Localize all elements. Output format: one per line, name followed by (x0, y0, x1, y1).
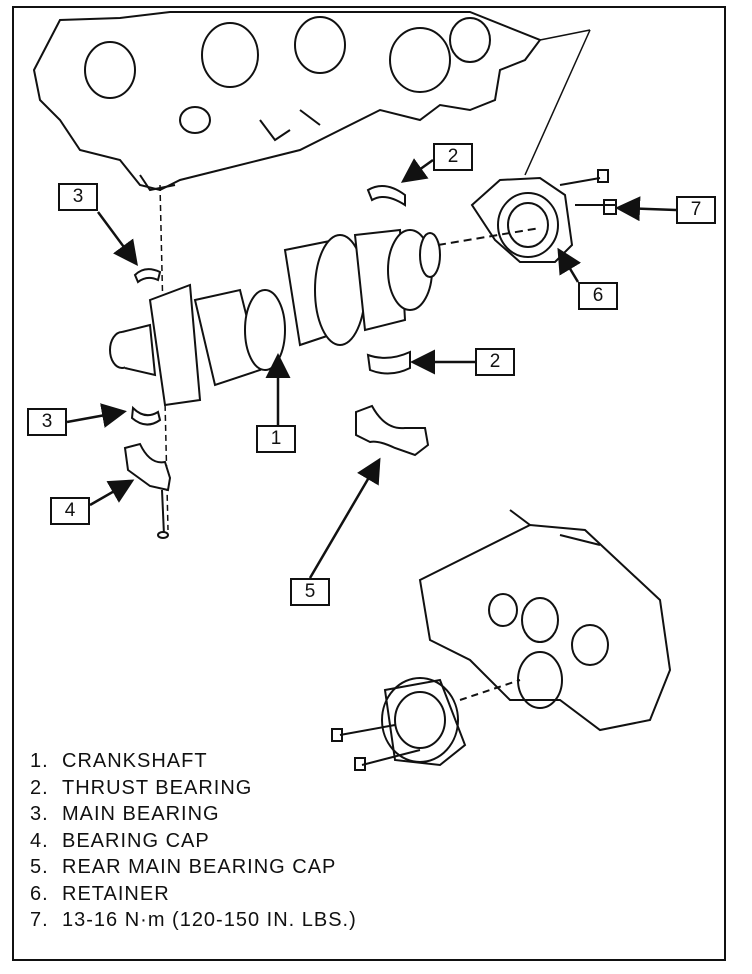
legend-item: 7. 13-16 N·m (120-150 IN. LBS.) (30, 907, 357, 934)
leader-arrows (66, 158, 677, 579)
legend-text: BEARING CAP (62, 829, 210, 852)
main-bearing-illustrations (130, 268, 162, 426)
legend-item: 2. THRUST BEARING (30, 775, 357, 802)
legend-text: MAIN BEARING (62, 803, 220, 825)
legend-text: THRUST BEARING (62, 776, 253, 799)
legend-number: 6. (30, 882, 49, 905)
callout-crankshaft: 1 (256, 425, 296, 453)
legend-number: 5. (30, 856, 49, 878)
callout-bearing-cap: 4 (50, 497, 90, 525)
callout-main-bearing-upper: 3 (58, 183, 98, 211)
legend-text: REAR MAIN BEARING CAP (62, 856, 337, 878)
engine-block-illustration (32, 11, 542, 192)
callout-main-bearing-lower: 3 (27, 408, 67, 436)
legend-text: CRANKSHAFT (62, 750, 208, 772)
parts-legend: 1. CRANKSHAFT 2. THRUST BEARING 3. MAIN BEA… (30, 748, 357, 934)
rear-main-bearing-cap-illustration (355, 404, 430, 457)
legend-number: 3. (30, 803, 49, 825)
callout-bolt-torque: 7 (676, 196, 716, 224)
legend-number: 4. (30, 829, 49, 852)
legend-number: 7. (30, 909, 49, 931)
crankshaft-illustration (109, 227, 541, 407)
legend-text: 13-16 N·m (120-150 IN. LBS.) (62, 909, 357, 931)
legend-item: 4. BEARING CAP (30, 828, 357, 855)
callout-thrust-bearing-upper: 2 (433, 143, 473, 171)
legend-item: 1. CRANKSHAFT (30, 748, 357, 775)
callout-thrust-bearing-lower: 2 (475, 348, 515, 376)
legend-number: 2. (30, 776, 49, 799)
thrust-bearing-upper-illustration (366, 185, 406, 207)
legend-text: RETAINER (62, 882, 170, 905)
retainer-illustration (470, 169, 617, 263)
legend-item: 3. MAIN BEARING (30, 801, 357, 828)
legend-number: 1. (30, 750, 49, 772)
callout-rear-main-bearing-cap: 5 (290, 578, 330, 606)
legend-item: 5. REAR MAIN BEARING CAP (30, 854, 357, 881)
rear-cover-assembly-illustration (331, 509, 672, 771)
legend-item: 6. RETAINER (30, 881, 357, 908)
callout-retainer: 6 (578, 282, 618, 310)
diagram-frame (12, 6, 726, 961)
bearing-cap-illustration (123, 442, 172, 539)
thrust-bearing-lower-illustration (366, 350, 411, 375)
